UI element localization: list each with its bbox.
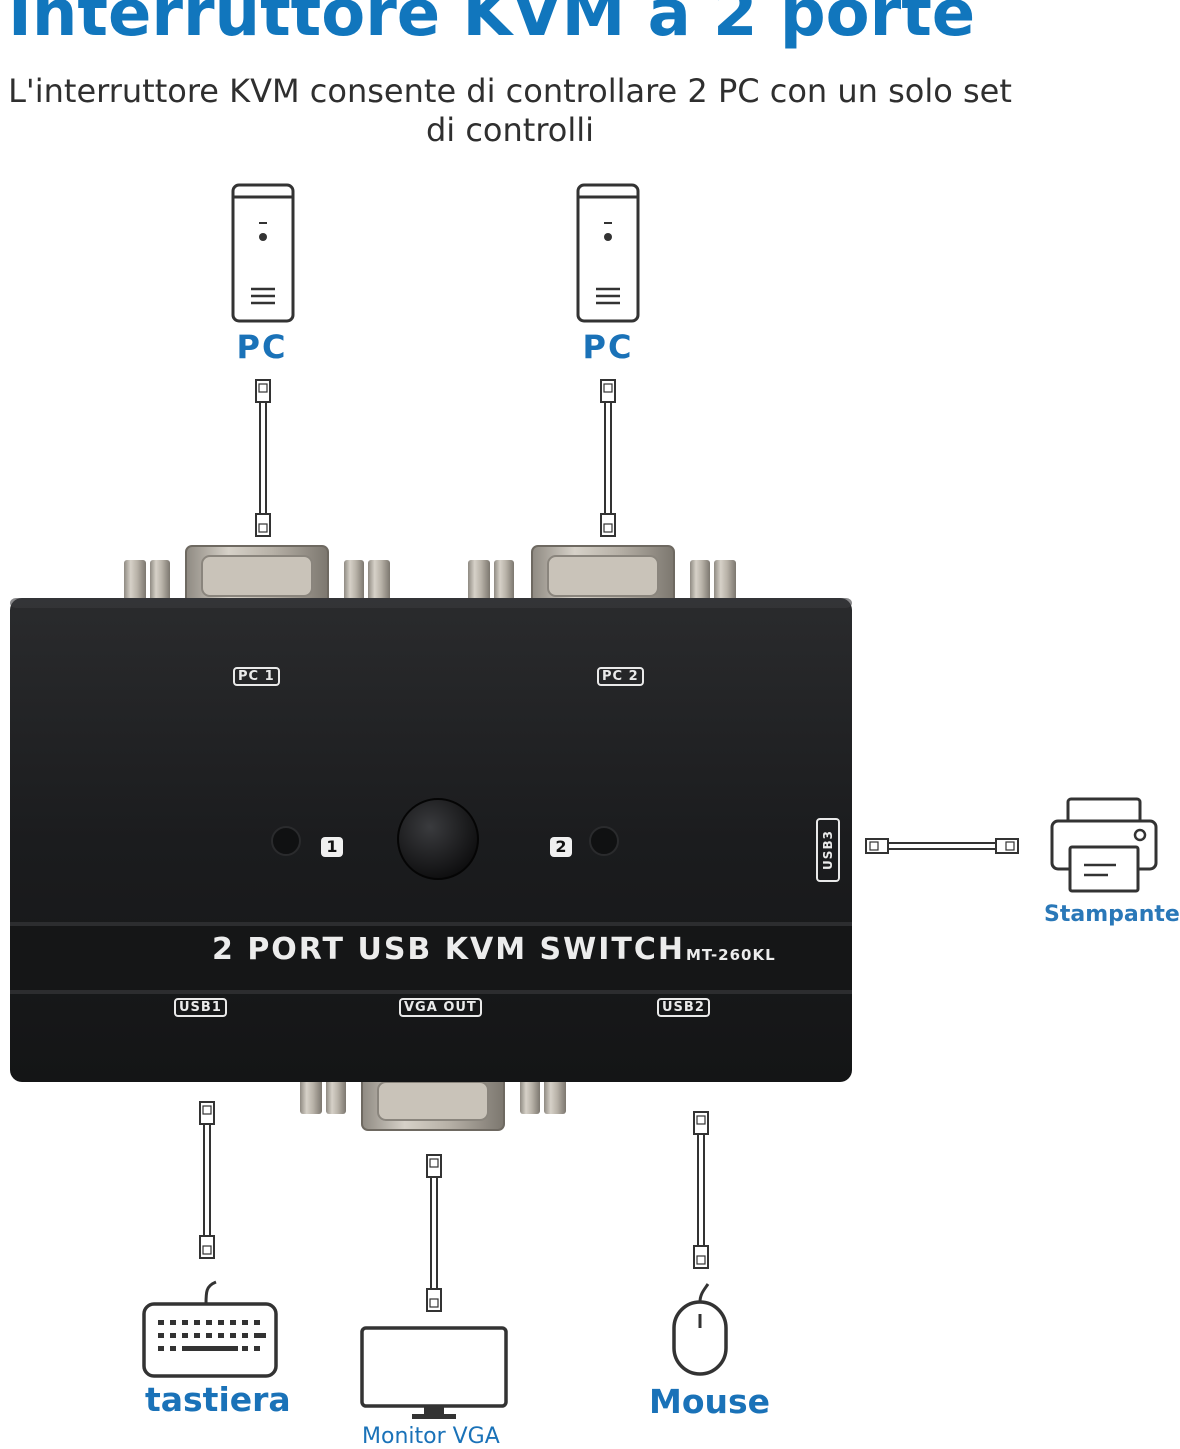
indicator-1-label: 1 <box>321 837 343 857</box>
mouse-label: Mouse <box>649 1382 771 1421</box>
port-usb3-label: USB3 <box>821 830 835 870</box>
port-vga-out-label: VGA OUT <box>399 998 482 1017</box>
cable-pc2 <box>599 378 617 538</box>
port-usb3-tag: USB3 <box>816 818 840 882</box>
cable-mouse <box>692 1110 710 1270</box>
indicator-2-label: 2 <box>550 837 572 857</box>
pc1-label: PC <box>236 328 288 366</box>
monitor-label: Monitor VGA <box>362 1424 500 1449</box>
port-usb1-label: USB1 <box>174 998 227 1017</box>
printer-label: Stampante <box>1044 902 1180 927</box>
pc2-label: PC <box>582 328 634 366</box>
cable-printer <box>864 836 1022 856</box>
kvm-switch-device <box>0 538 880 1138</box>
keyboard-icon <box>140 1280 280 1380</box>
page-subtitle: L'interruttore KVM consente di controlla… <box>8 72 1012 149</box>
monitor-icon <box>360 1326 508 1422</box>
port-pc1-label: PC 1 <box>233 667 280 686</box>
switch-model-name: 2 PORT USB KVM SWITCH <box>212 932 685 967</box>
pc-tower-icon <box>231 183 295 323</box>
cable-pc1 <box>254 378 272 538</box>
mouse-icon <box>670 1282 730 1378</box>
port-usb2-label: USB2 <box>657 998 710 1017</box>
port-pc2-label: PC 2 <box>597 667 644 686</box>
keyboard-label: tastiera <box>145 1380 291 1419</box>
page-title: Interruttore KVM a 2 porte <box>8 0 976 51</box>
cable-keyboard <box>198 1100 216 1260</box>
printer-icon <box>1050 797 1158 893</box>
pc-tower-icon <box>576 183 640 323</box>
cable-monitor <box>425 1153 443 1313</box>
switch-model-code: MT-260KL <box>686 946 776 964</box>
